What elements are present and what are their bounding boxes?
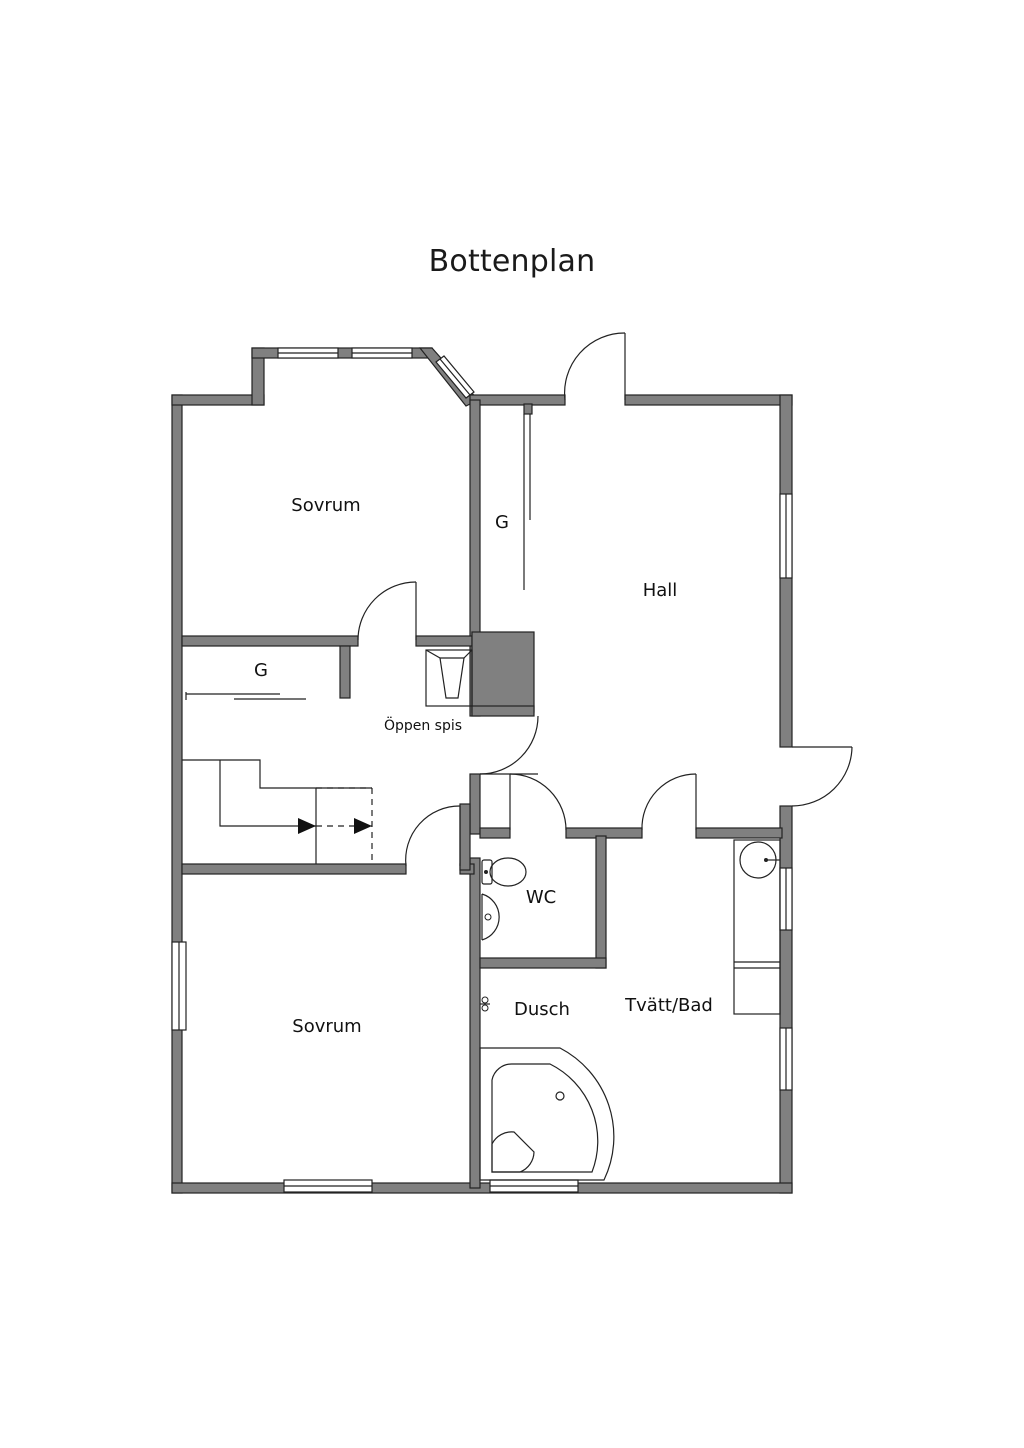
room-label-sovrum-upper: Sovrum: [291, 495, 360, 516]
window-right-bath-1: [779, 867, 793, 931]
stair-arrow-icon: [354, 818, 372, 834]
window-top-1: [277, 347, 339, 359]
room-label-tvatt-bad: Tvätt/Bad: [624, 995, 713, 1016]
fixtures: [182, 414, 781, 1181]
shower-icon: [480, 996, 490, 1012]
stair-arrow-icon: [298, 818, 316, 834]
doors: [357, 332, 853, 867]
toilet-icon: [481, 857, 527, 887]
room-label-fireplace: Öppen spis: [384, 716, 462, 734]
window-diagonal: [435, 355, 475, 399]
window-bottom-2: [489, 1179, 579, 1193]
window-top-2: [351, 347, 413, 359]
window-bottom-1: [283, 1179, 373, 1193]
room-labels: Sovrum G Hall G Öppen spis WC Dusch Tvät…: [254, 495, 713, 1037]
bathtub-icon: [479, 1047, 615, 1181]
window-left-sovrum: [171, 941, 187, 1031]
window-right-hall: [779, 493, 793, 579]
room-label-dusch: Dusch: [514, 999, 570, 1020]
room-label-hall: Hall: [643, 580, 678, 601]
windows: [171, 347, 793, 1193]
room-label-sovrum-lower: Sovrum: [292, 1016, 361, 1037]
window-right-bath-2: [779, 1027, 793, 1091]
room-label-wc: WC: [526, 887, 556, 908]
sink-icon: [481, 893, 500, 941]
page-title: Bottenplan: [428, 244, 596, 279]
room-label-g-left: G: [254, 660, 268, 681]
washbasin-icon: [739, 841, 780, 879]
room-label-g-upper: G: [495, 512, 509, 533]
interior-walls: [181, 399, 783, 1189]
exterior-walls: [171, 347, 793, 1194]
